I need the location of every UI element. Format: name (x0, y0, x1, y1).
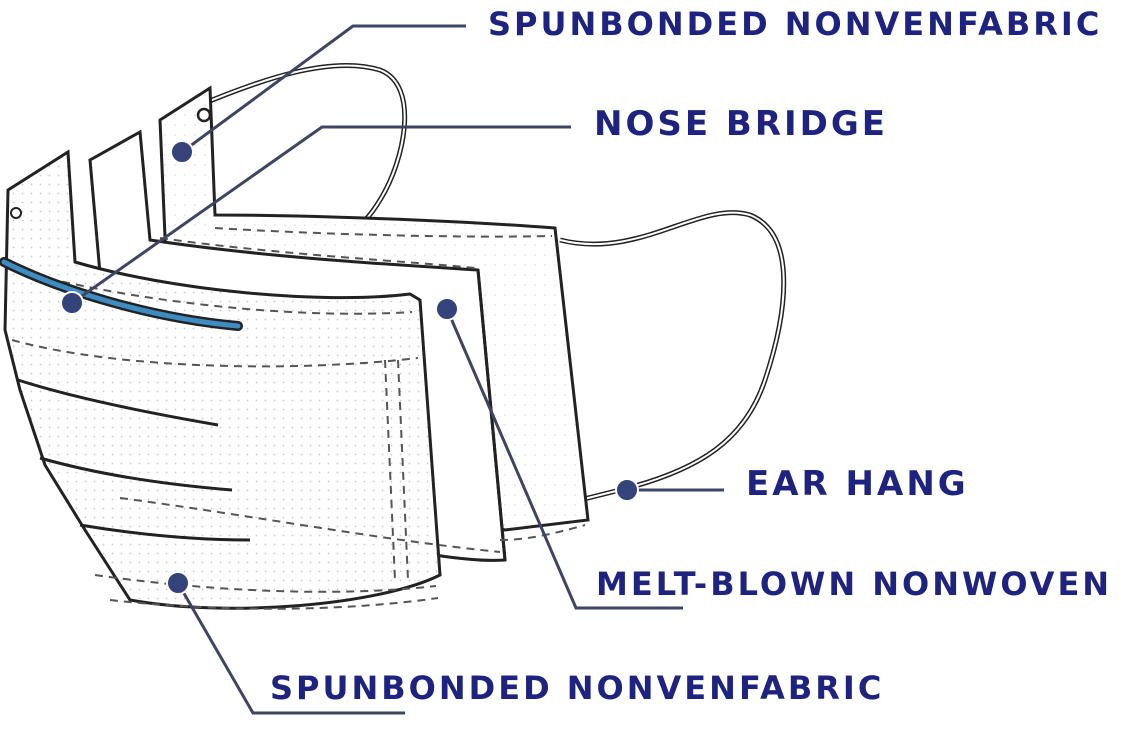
leader-line-melt-blown (445, 308, 683, 610)
label-nose-bridge: NOSE BRIDGE (594, 104, 889, 144)
label-melt-blown: MELT-BLOWN NONWOVEN (596, 565, 1113, 603)
leader-line-inner-spunbond (176, 582, 405, 715)
label-inner-spunbond: SPUNBONDED NONVENFABRIC (270, 669, 885, 707)
label-outer-spunbond: SPUNBONDED NONVENFABRIC (488, 5, 1103, 43)
leader-line-nose-bridge (71, 125, 571, 305)
marker-melt-blown (435, 297, 459, 321)
label-ear-hang: EAR HANG (746, 464, 969, 504)
ear-loop-right (559, 210, 787, 503)
marker-ear-hang (615, 478, 639, 502)
leader-line-outer-spunbond (181, 24, 466, 154)
marker-nose-bridge (60, 291, 84, 315)
marker-outer-spunbond (170, 140, 194, 164)
marker-inner-spunbond (166, 571, 190, 595)
